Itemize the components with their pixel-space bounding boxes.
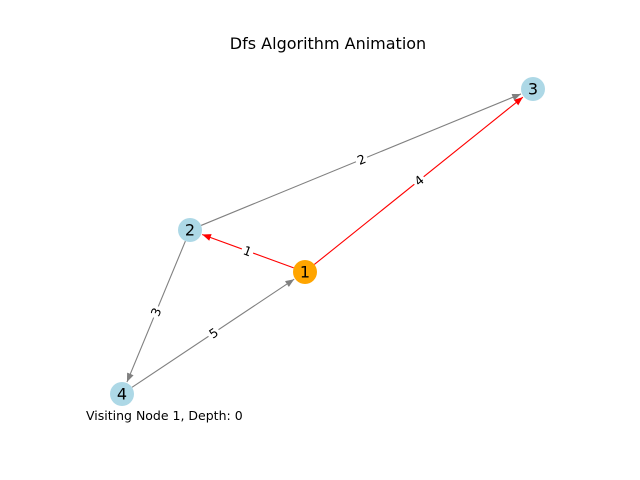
node-circle [521, 77, 545, 101]
edge-weight-2-4: 3 [146, 303, 166, 321]
node-circle [293, 260, 317, 284]
node-circle [178, 218, 202, 242]
node-label: 3 [528, 80, 538, 99]
chart-title: Dfs Algorithm Animation [230, 34, 426, 53]
nodes-layer: 1 2 3 4 [110, 77, 545, 406]
node-2: 2 [178, 218, 202, 242]
node-circle [110, 382, 134, 406]
node-3: 3 [521, 77, 545, 101]
edge-labels-layer: 1 4 2 3 5 [146, 149, 429, 343]
edge-weight-2-3: 2 [352, 149, 371, 170]
edge-weight-1-2: 1 [239, 241, 256, 261]
node-label: 1 [300, 263, 310, 282]
node-label: 2 [185, 221, 195, 240]
status-text: Visiting Node 1, Depth: 0 [86, 408, 243, 423]
edge-weight-4-1: 5 [204, 323, 223, 343]
node-label: 4 [117, 385, 127, 404]
edge-weight-1-3: 4 [409, 170, 429, 191]
node-4: 4 [110, 382, 134, 406]
node-1: 1 [293, 260, 317, 284]
